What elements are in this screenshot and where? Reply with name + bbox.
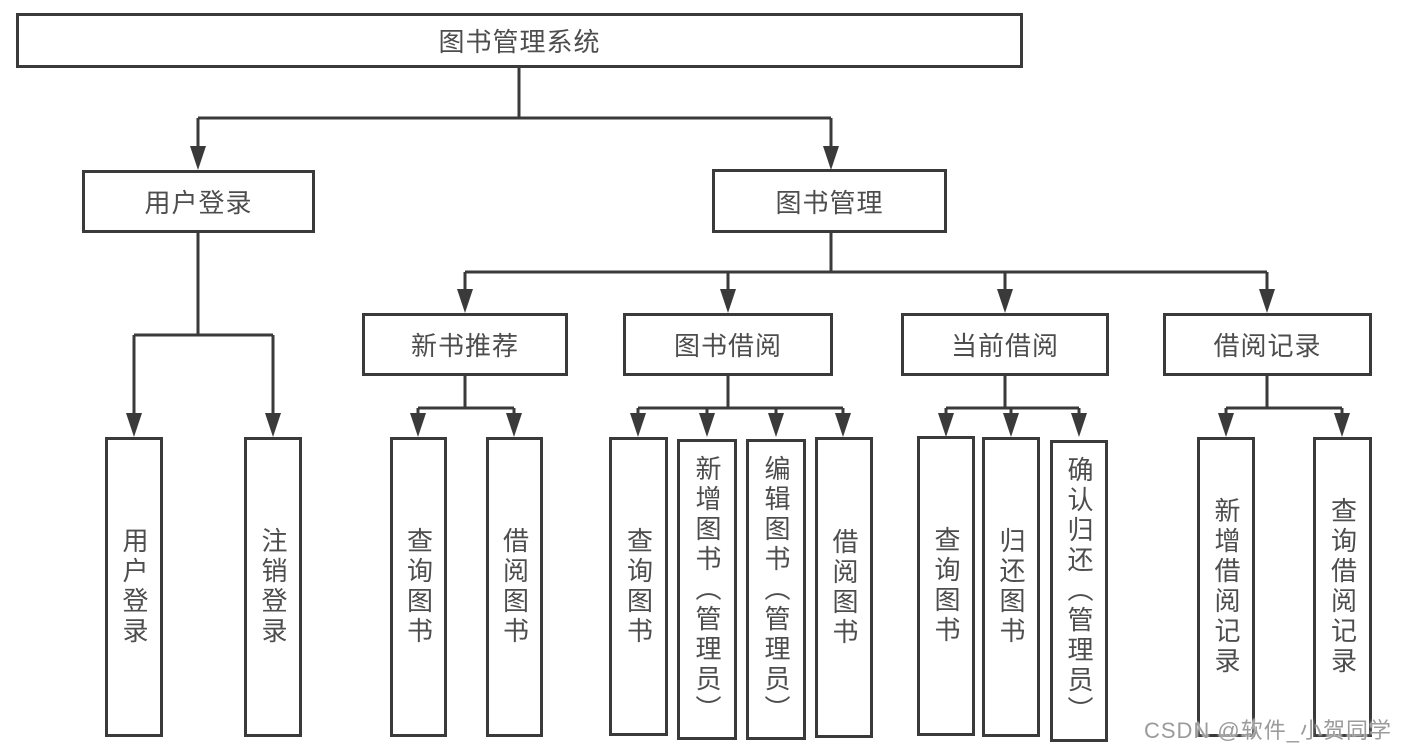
node-leaf-return-books: 归还图书: [982, 437, 1040, 737]
node-borrowing-records: 借阅记录: [1163, 313, 1372, 376]
node-leaf-query-borrow-record: 查询借阅记录: [1313, 437, 1372, 737]
node-leaf-add-books-admin: 新增图书（管理员）: [677, 439, 737, 740]
arrowhead-leaf-query-books-current: [938, 413, 954, 437]
connector-user-login-to-leaves: [132, 233, 275, 418]
node-leaf-query-books-current: 查询图书: [917, 436, 975, 736]
node-current-borrowing: 当前借阅: [901, 313, 1109, 376]
arrowhead-new-book-recommend: [457, 289, 473, 313]
node-leaf-add-borrow-record: 新增借阅记录: [1197, 437, 1255, 737]
node-leaf-query-books-borrowing-label: 查询图书: [623, 526, 654, 647]
node-borrowing-records-label: 借阅记录: [1213, 331, 1322, 361]
node-book-borrowing: 图书借阅: [623, 313, 833, 376]
arrowhead-leaf-logout: [265, 413, 281, 437]
connector-root-to-level2: [196, 68, 833, 150]
node-leaf-return-books-label: 归还图书: [996, 527, 1026, 647]
node-leaf-edit-books-admin-label: 编辑图书（管理员）: [761, 454, 791, 725]
connector-book-management-to-level3: [463, 233, 1269, 294]
arrowhead-leaf-borrow-books-borrowing: [835, 413, 851, 437]
node-leaf-user-login-label: 用户登录: [119, 527, 149, 647]
node-leaf-borrow-books-recommend-label: 借阅图书: [499, 527, 530, 647]
node-leaf-confirm-return-admin-label: 确认归还（管理员）: [1064, 456, 1094, 726]
arrowhead-borrowing-records: [1259, 289, 1275, 313]
node-root-label: 图书管理系统: [438, 27, 601, 57]
node-new-book-recommend-label: 新书推荐: [410, 331, 519, 361]
arrowhead-leaf-return-books: [1003, 413, 1019, 437]
node-leaf-add-books-admin-label: 新增图书（管理员）: [692, 454, 722, 725]
arrowhead-user-login: [190, 146, 206, 170]
node-root: 图书管理系统: [16, 13, 1023, 68]
connector-current-borrowing-to-leaves: [944, 376, 1081, 418]
node-leaf-query-books-current-label: 查询图书: [931, 526, 961, 646]
node-leaf-borrow-books-recommend: 借阅图书: [486, 437, 543, 737]
connector-lines: [132, 68, 1344, 418]
node-leaf-logout-label: 注销登录: [258, 527, 288, 647]
arrowhead-leaf-query-books-borrowing: [630, 413, 646, 437]
arrowhead-leaf-add-books-admin: [699, 413, 715, 437]
node-leaf-query-borrow-record-label: 查询借阅记录: [1327, 497, 1358, 677]
arrowhead-book-management: [823, 146, 839, 170]
arrowhead-leaf-edit-books-admin: [768, 413, 784, 437]
node-leaf-user-login: 用户登录: [105, 437, 163, 737]
node-leaf-query-books-recommend: 查询图书: [390, 437, 447, 737]
connector-new-book-recommend-to-leaves: [416, 376, 516, 418]
connector-book-borrowing-to-leaves: [636, 376, 845, 418]
node-leaf-query-books-recommend-label: 查询图书: [403, 527, 434, 647]
csdn-watermark: CSDN @软件_小贺同学: [1143, 718, 1392, 743]
node-leaf-borrow-books-borrowing-label: 借阅图书: [829, 527, 859, 648]
node-new-book-recommend: 新书推荐: [362, 313, 568, 376]
arrowhead-leaf-user-login: [126, 413, 142, 437]
arrowhead-leaf-add-borrow-record: [1218, 413, 1234, 437]
node-leaf-borrow-books-borrowing: 借阅图书: [815, 437, 873, 738]
arrowhead-current-borrowing: [997, 289, 1013, 313]
node-current-borrowing-label: 当前借阅: [950, 331, 1059, 361]
arrowhead-leaf-borrow-books-recommend: [506, 413, 522, 437]
node-leaf-edit-books-admin: 编辑图书（管理员）: [746, 439, 806, 740]
arrowhead-book-borrowing: [720, 289, 736, 313]
arrowhead-leaf-confirm-return-admin: [1071, 413, 1087, 437]
node-leaf-query-books-borrowing: 查询图书: [609, 437, 668, 736]
node-book-management: 图书管理: [712, 169, 947, 233]
node-book-management-label: 图书管理: [775, 187, 884, 218]
arrowheads: [126, 146, 1350, 437]
node-leaf-logout: 注销登录: [244, 437, 302, 737]
connector-borrowing-records-to-leaves: [1224, 376, 1344, 418]
node-leaf-confirm-return-admin: 确认归还（管理员）: [1050, 440, 1108, 742]
node-book-borrowing-label: 图书借阅: [673, 331, 782, 361]
arrowhead-leaf-query-borrow-record: [1334, 413, 1350, 437]
node-user-login: 用户登录: [82, 170, 315, 233]
node-user-login-label: 用户登录: [144, 188, 253, 218]
arrowhead-leaf-query-books-recommend: [410, 413, 426, 437]
node-leaf-add-borrow-record-label: 新增借阅记录: [1211, 497, 1241, 677]
